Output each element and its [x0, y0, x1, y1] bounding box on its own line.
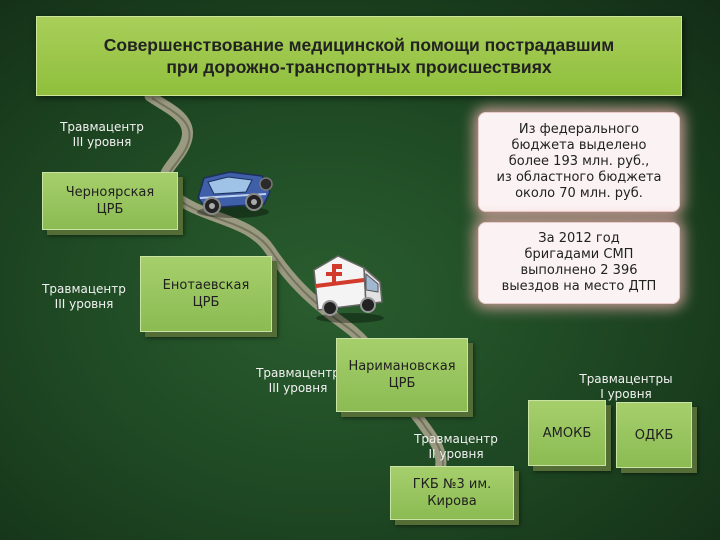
- trauma-centers-1-label: Травмацентры I уровня: [579, 372, 673, 401]
- trauma-center-3-top-label: Травмацентр III уровня: [60, 120, 144, 149]
- gkb3-hospital-box: ГКБ №3 им. Кирова: [390, 466, 514, 520]
- enotaevsk-hospital-box: Енотаевская ЦРБ: [140, 256, 272, 332]
- slide-title: Совершенствование медицинской помощи пос…: [36, 16, 682, 96]
- odkb-hospital-box: ОДКБ: [616, 402, 692, 468]
- trauma-center-2-label: Травмацентр II уровня: [414, 432, 498, 461]
- overturned-car-icon: [197, 171, 273, 218]
- trauma-center-3-left-label: Травмацентр III уровня: [42, 282, 126, 311]
- amokb-hospital-box: АМОКБ: [528, 400, 606, 466]
- narimanov-hospital-box: Наримановская ЦРБ: [336, 338, 468, 412]
- chernoyarsk-hospital-box: Черноярская ЦРБ: [42, 172, 178, 230]
- ambulance-icon: [313, 255, 384, 323]
- trauma-center-3-mid-label: Травмацентр III уровня: [256, 366, 340, 395]
- budget-info-callout: Из федерального бюджета выделено более 1…: [478, 112, 680, 212]
- smp-info-callout: За 2012 год бригадами СМП выполнено 2 39…: [478, 222, 680, 304]
